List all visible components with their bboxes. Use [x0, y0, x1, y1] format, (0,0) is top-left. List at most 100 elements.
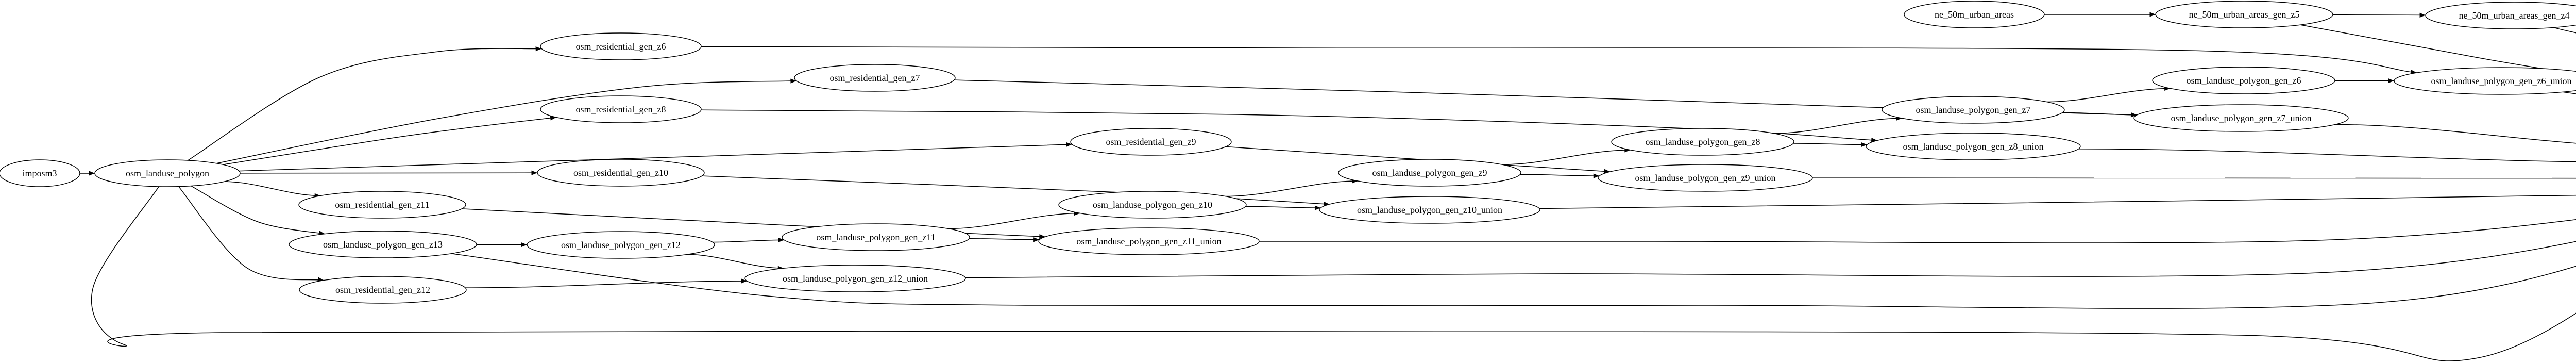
- node-gen_z12: osm_landuse_polygon_gen_z12: [527, 231, 715, 259]
- node-gen_z9_union: osm_landuse_polygon_gen_z9_union: [1598, 164, 1813, 192]
- node-gen_z8: osm_landuse_polygon_gen_z8: [1611, 128, 1794, 156]
- edge-gen_z10_union-to-table-row-z10: [1539, 194, 2576, 209]
- node-ellipse-gen_z6: [2152, 67, 2335, 94]
- edge-res_z6-to-gen_z6_union: [701, 46, 2417, 75]
- node-ellipse-gen_z7_union: [2133, 104, 2349, 132]
- edge-osm_landuse_polygon-to-res_z9: [239, 142, 1072, 172]
- node-label-res_z10: osm_residential_gen_z10: [573, 168, 668, 178]
- node-label-gen_z7: osm_landuse_polygon_gen_z7: [1916, 105, 2031, 115]
- node-label-gen_z13: osm_landuse_polygon_gen_z13: [323, 239, 443, 250]
- node-gen_z11: osm_landuse_polygon_gen_z11: [782, 223, 970, 251]
- edge-gen_z13-to-table-row-z13: [451, 253, 2576, 309]
- node-ellipse-gen_z10_union: [1319, 196, 1540, 224]
- edges-layer: [80, 12, 2576, 361]
- edge-osm_landuse_polygon-to-table-row-z14+: [91, 186, 2576, 361]
- node-ellipse-osm_landuse_polygon: [94, 159, 241, 187]
- node-label-gen_z9_union: osm_landuse_polygon_gen_z9_union: [1635, 173, 1776, 183]
- edge-osm_landuse_polygon-to-res_z12: [178, 186, 324, 282]
- node-label-res_z6: osm_residential_gen_z6: [576, 41, 666, 52]
- edge-gen_z12-to-gen_z12_union: [687, 254, 784, 271]
- node-gen_z7_union: osm_landuse_polygon_gen_z7_union: [2133, 104, 2349, 132]
- node-gen_z7: osm_landuse_polygon_gen_z7: [1882, 96, 2065, 124]
- edge-gen_z9-to-gen_z8: [1502, 147, 1631, 165]
- node-label-ne_gen_z5: ne_50m_urban_areas_gen_z5: [2189, 9, 2300, 20]
- node-res_z9: osm_residential_gen_z9: [1070, 128, 1232, 156]
- edge-osm_landuse_polygon-to-res_z8: [223, 116, 556, 165]
- edge-gen_z6_union-to-table-row-z6: [2563, 91, 2576, 94]
- node-label-gen_z8_union: osm_landuse_polygon_gen_z8_union: [1903, 141, 2044, 152]
- node-label-gen_z10_union: osm_landuse_polygon_gen_z10_union: [1357, 205, 1502, 215]
- node-ellipse-gen_z12_union: [744, 265, 966, 292]
- node-ellipse-imposm3: [0, 159, 80, 187]
- node-res_z11: osm_residential_gen_z11: [298, 191, 466, 219]
- node-label-res_z9: osm_residential_gen_z9: [1106, 137, 1196, 147]
- node-label-gen_z8: osm_landuse_polygon_gen_z8: [1646, 137, 1760, 147]
- edge-ne_gen_z4-to-table-row-z4: [2553, 27, 2576, 34]
- node-ellipse-gen_z9: [1338, 159, 1521, 187]
- node-label-gen_z9: osm_landuse_polygon_gen_z9: [1372, 168, 1487, 178]
- node-ellipse-ne_50m: [1904, 1, 2045, 28]
- edge-gen_z10-to-gen_z9: [1225, 178, 1358, 197]
- node-ellipse-gen_z9_union: [1598, 164, 1813, 192]
- edge-gen_z7-to-gen_z6: [2046, 86, 2171, 103]
- node-gen_z13: osm_landuse_polygon_gen_z13: [289, 231, 477, 258]
- edge-res_z12-to-gen_z12_union: [465, 278, 748, 288]
- node-ellipse-gen_z11_union: [1038, 227, 1260, 255]
- edge-gen_z12_union-to-table-row-z12: [965, 241, 2576, 278]
- node-ellipse-gen_z7: [1882, 96, 2065, 124]
- node-ellipse-ne_gen_z5: [2155, 1, 2333, 28]
- edge-gen_z7_union-to-table-row-z7: [2335, 124, 2576, 144]
- node-ellipse-gen_z13: [289, 231, 477, 258]
- node-label-res_z11: osm_residential_gen_z11: [335, 200, 429, 210]
- edge-gen_z9-to-gen_z9_union: [1520, 173, 1600, 178]
- node-ellipse-gen_z10: [1058, 191, 1247, 219]
- node-gen_z9: osm_landuse_polygon_gen_z9: [1338, 159, 1521, 187]
- node-label-imposm3: imposm3: [22, 168, 57, 178]
- node-ellipse-res_z9: [1070, 128, 1232, 156]
- node-gen_z10: osm_landuse_polygon_gen_z10: [1058, 191, 1247, 219]
- node-label-ne_50m: ne_50m_urban_areas: [1935, 9, 2014, 20]
- edge-res_z10-to-gen_z10_union: [702, 175, 1330, 207]
- edge-osm_landuse_polygon-to-res_z6: [188, 46, 542, 161]
- node-gen_z8_union: osm_landuse_polygon_gen_z8_union: [1866, 133, 2081, 160]
- edge-res_z11-to-gen_z11_union: [462, 208, 1045, 239]
- node-ellipse-res_z8: [540, 95, 702, 123]
- node-label-gen_z6_union: osm_landuse_polygon_gen_z6_union: [2431, 76, 2572, 86]
- edge-gen_z12-to-gen_z11: [713, 237, 784, 243]
- edge-gen_z8-to-gen_z8_union: [1793, 142, 1867, 147]
- edge-gen_z8_union-to-table-row-z8: [2078, 149, 2576, 162]
- node-ellipse-res_z12: [299, 276, 467, 304]
- node-label-gen_z12: osm_landuse_polygon_gen_z12: [561, 240, 681, 250]
- node-label-res_z7: osm_residential_gen_z7: [830, 73, 920, 83]
- node-ellipse-res_z11: [298, 191, 466, 219]
- node-gen_z12_union: osm_landuse_polygon_gen_z12_union: [744, 265, 966, 292]
- node-ellipse-res_z7: [794, 64, 956, 92]
- node-label-gen_z12_union: osm_landuse_polygon_gen_z12_union: [783, 273, 928, 284]
- node-label-osm_landuse_polygon: osm_landuse_polygon: [126, 168, 209, 178]
- edge-gen_z8-to-gen_z7: [1773, 116, 1903, 134]
- node-ne_gen_z5: ne_50m_urban_areas_gen_z5: [2155, 1, 2333, 28]
- node-gen_z6_union: osm_landuse_polygon_gen_z6_union: [2394, 67, 2576, 95]
- node-res_z6: osm_residential_gen_z6: [540, 32, 702, 60]
- node-label-gen_z6: osm_landuse_polygon_gen_z6: [2187, 75, 2301, 86]
- node-imposm3: imposm3: [0, 159, 80, 187]
- node-label-gen_z11: osm_landuse_polygon_gen_z11: [816, 232, 935, 242]
- node-ellipse-res_z10: [537, 159, 705, 187]
- node-ellipse-res_z6: [540, 32, 702, 60]
- node-label-ne_gen_z4: ne_50m_urban_areas_gen_z4: [2459, 10, 2570, 21]
- node-osm_landuse_polygon: osm_landuse_polygon: [94, 159, 241, 187]
- node-res_z7: osm_residential_gen_z7: [794, 64, 956, 92]
- node-label-gen_z7_union: osm_landuse_polygon_gen_z7_union: [2171, 113, 2312, 123]
- edge-gen_z10-to-gen_z10_union: [1245, 205, 1321, 210]
- edge-gen_z11_union-to-table-row-z11: [1259, 219, 2576, 243]
- node-ellipse-ne_gen_z4: [2425, 2, 2576, 29]
- node-label-res_z8: osm_residential_gen_z8: [576, 104, 666, 114]
- edge-ne_gen_z5-to-table-row-z5: [2300, 24, 2576, 75]
- node-gen_z10_union: osm_landuse_polygon_gen_z10_union: [1319, 196, 1540, 224]
- node-label-res_z12: osm_residential_gen_z12: [335, 285, 430, 295]
- node-ellipse-gen_z12: [527, 231, 715, 259]
- node-label-gen_z10: osm_landuse_polygon_gen_z10: [1093, 200, 1212, 210]
- node-res_z10: osm_residential_gen_z10: [537, 159, 705, 187]
- node-ellipse-gen_z6_union: [2394, 67, 2576, 95]
